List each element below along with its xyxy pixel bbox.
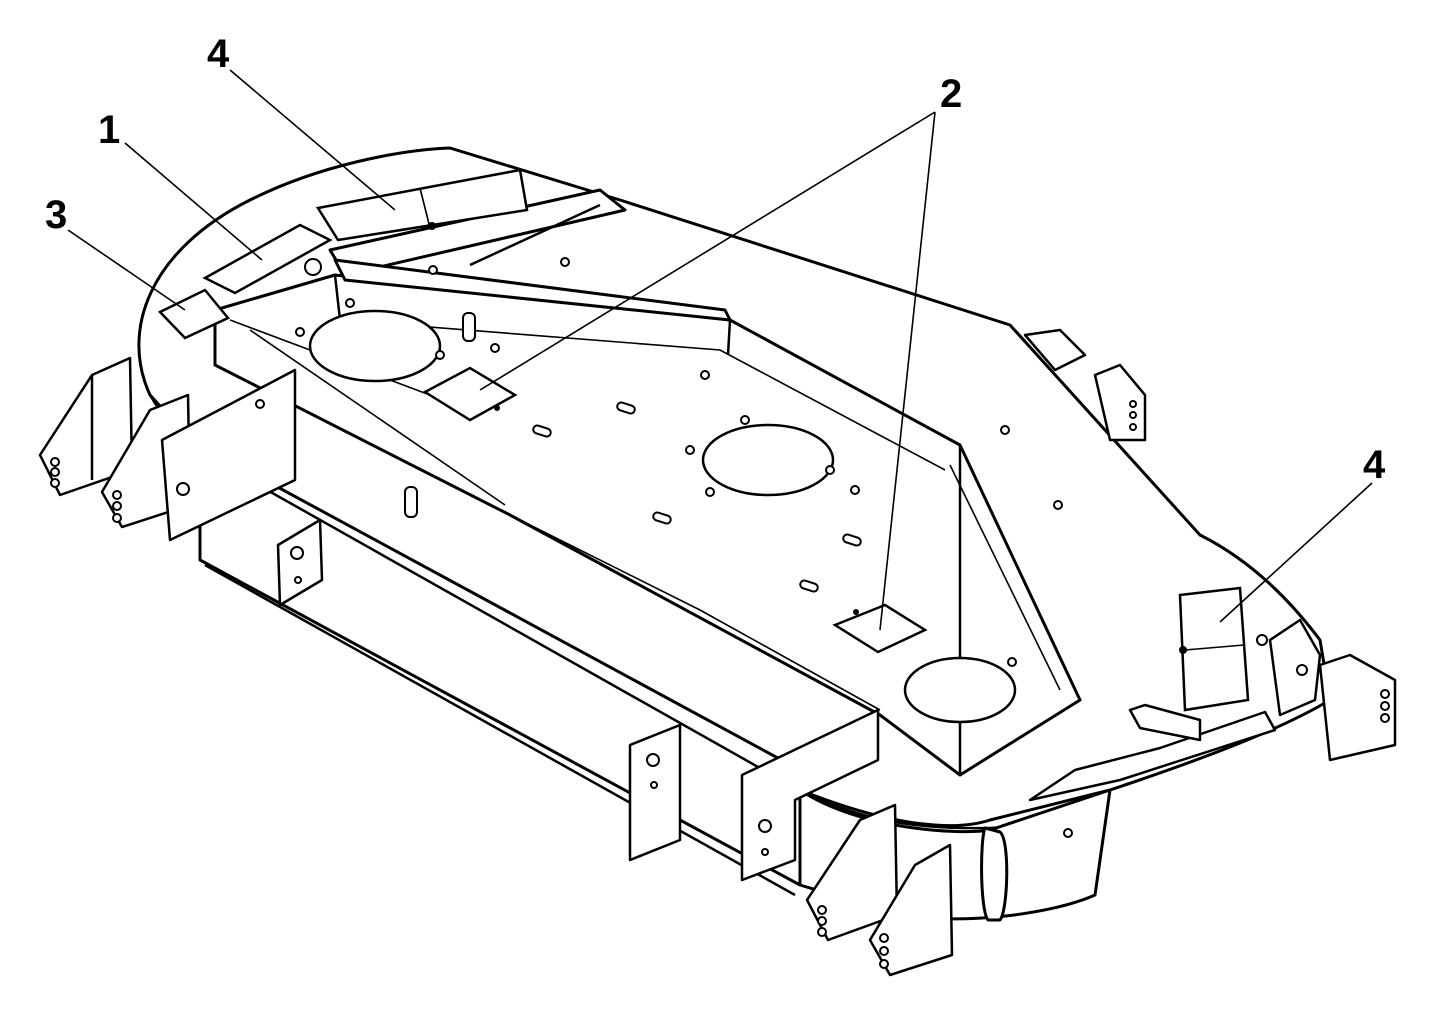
leader-1 xyxy=(124,142,263,261)
callout-4-right: 4 xyxy=(1363,443,1386,487)
decal-item-3 xyxy=(157,288,230,340)
spindle-holes xyxy=(308,309,1017,724)
leader-2-a xyxy=(479,111,936,391)
leader-lines xyxy=(67,69,1373,631)
spindle-hole-right xyxy=(903,656,1017,724)
callout-2: 2 xyxy=(940,72,962,116)
leader-2-b xyxy=(879,111,936,631)
decal-item-4-top xyxy=(315,168,529,242)
callouts: 1 2 3 4 4 xyxy=(45,32,1386,487)
leader-4-top xyxy=(229,69,396,211)
spindle-hole-center xyxy=(701,423,835,497)
leader-4-right xyxy=(1219,482,1373,623)
callout-3: 3 xyxy=(45,193,67,237)
fasteners xyxy=(295,257,1073,838)
right-brackets xyxy=(1023,328,1397,802)
front-brackets xyxy=(628,708,954,977)
decal-item-4-right xyxy=(1178,586,1250,712)
callout-1: 1 xyxy=(98,108,120,152)
spindle-hole-left xyxy=(308,309,442,383)
decal-item-2-left xyxy=(422,366,518,422)
left-brackets xyxy=(38,356,324,607)
callout-4-top: 4 xyxy=(207,32,230,76)
top-rail xyxy=(328,188,732,322)
decal-item-1 xyxy=(202,223,333,295)
leader-3 xyxy=(67,229,186,311)
